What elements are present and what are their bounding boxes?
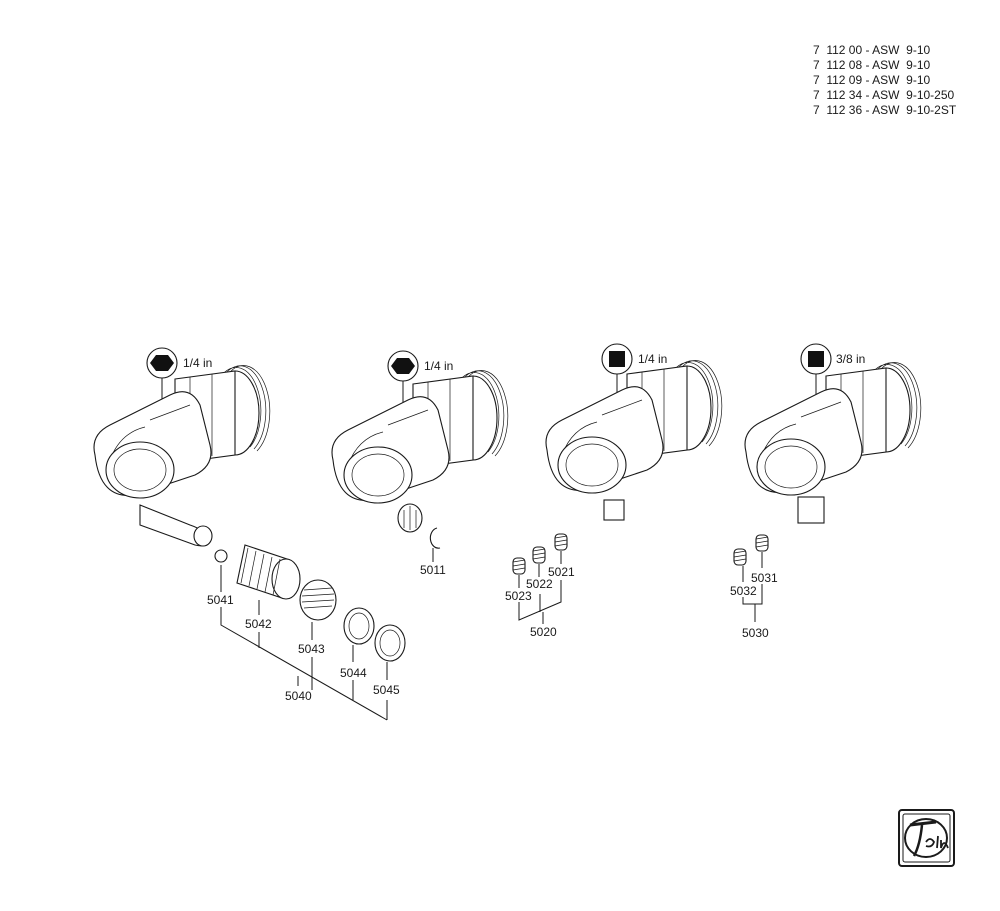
part-number: 5011	[420, 563, 446, 577]
part-number: 5043	[298, 642, 325, 656]
part-number: 5022	[526, 577, 553, 591]
drive-symbol-square	[800, 343, 832, 375]
detent-5023	[512, 557, 526, 575]
part-number: 5032	[730, 584, 757, 598]
coil-spring-5043	[299, 579, 337, 621]
drive-size-label: 3/8 in	[836, 352, 865, 366]
part-number: 5021	[548, 565, 575, 579]
angle-gearhead	[545, 359, 723, 494]
model-line: 7 112 34 - ASW 9-10-250	[813, 88, 955, 102]
angle-gearhead	[93, 364, 271, 499]
square-drive	[603, 499, 625, 521]
ball-5041	[214, 549, 228, 563]
pin-5021	[554, 533, 568, 551]
drive-size-label: 1/4 in	[638, 352, 667, 366]
part-number: 5042	[245, 617, 272, 631]
drive-symbol-hexagon	[387, 350, 419, 382]
model-line: 7 112 09 - ASW 9-10	[813, 73, 931, 87]
part-number: 5030	[742, 626, 769, 640]
model-line: 7 112 36 - ASW 9-10-2ST	[813, 103, 957, 117]
knurled-sleeve-5042	[236, 544, 301, 600]
angle-gearhead	[744, 361, 922, 496]
angle-gearhead	[331, 369, 509, 504]
drive-symbol-hexagon	[146, 347, 178, 379]
part-number: 5020	[530, 625, 557, 639]
spring-5031	[755, 534, 769, 552]
circlip-5011	[429, 527, 441, 549]
part-number: 5044	[340, 666, 367, 680]
part-number: 5045	[373, 683, 400, 697]
washer-5044	[343, 607, 375, 645]
drive-size-label: 1/4 in	[183, 356, 212, 370]
part-number: 5031	[751, 571, 778, 585]
retaining-ring-5045	[374, 624, 406, 662]
drive-symbol-square	[601, 343, 633, 375]
spring-5022	[532, 546, 546, 564]
model-line: 7 112 00 - ASW 9-10	[813, 43, 931, 57]
model-list: 7 112 00 - ASW 9-10 7 112 08 - ASW 9-10 …	[813, 43, 956, 118]
detent-5032	[733, 548, 747, 566]
model-line: 7 112 08 - ASW 9-10	[813, 58, 931, 72]
part-number: 5023	[505, 589, 532, 603]
fein-logo	[898, 809, 955, 867]
square-drive	[797, 496, 825, 524]
drive-size-label: 1/4 in	[424, 359, 453, 373]
part-number: 5041	[207, 593, 234, 607]
part-number: 5040	[285, 689, 312, 703]
